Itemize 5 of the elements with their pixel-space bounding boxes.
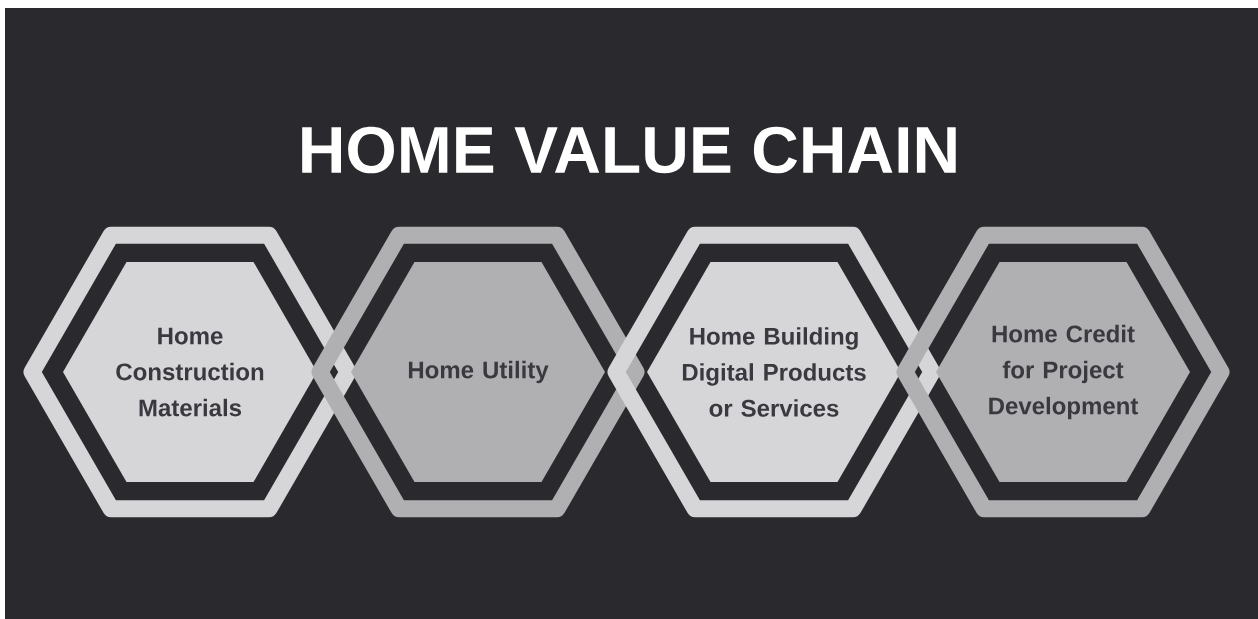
title: HOME VALUE CHAIN bbox=[302, 126, 956, 174]
hexagon-box: Home Credit for Project Development bbox=[896, 226, 1230, 518]
hexagon-box: Home Building Digital Products or Services bbox=[607, 226, 941, 518]
hexagon-box: Home Construction Materials bbox=[23, 226, 357, 518]
hexagon-box: Home Utility bbox=[311, 226, 645, 518]
